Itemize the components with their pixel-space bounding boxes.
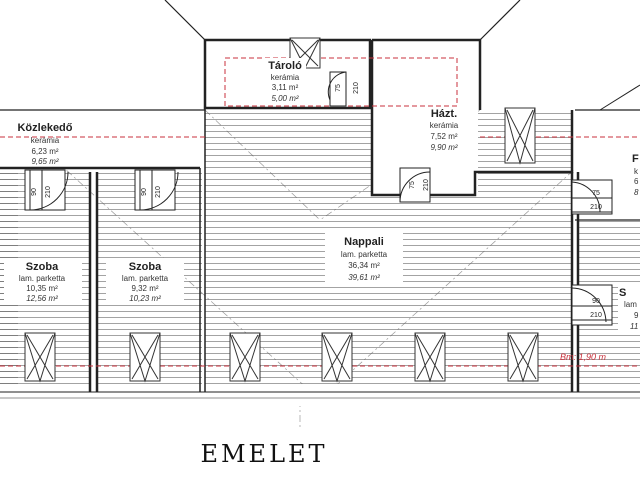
walls — [0, 0, 640, 399]
door-right1-width: 75 — [592, 190, 600, 197]
doors: 75 210 75 210 90 210 90 210 75 210 — [24, 71, 613, 326]
height-line-label: Bm: 1,90 m — [560, 352, 607, 362]
room-area-gross: 11 — [630, 322, 638, 331]
door-right1: 75 210 — [571, 179, 613, 215]
room-area-net: 10,35 m² — [26, 284, 58, 293]
door-haztart-width: 75 — [409, 181, 416, 189]
room-floor: lam. parketta — [341, 250, 388, 259]
door-tarolo-width: 75 — [335, 84, 342, 92]
room-label-szoba-2: Szoba lam. parketta 9,32 m² 10,23 m² — [106, 258, 184, 304]
door-haztart: 75 210 — [399, 167, 431, 203]
room-label-nappali: Nappali lam. parketta 36,34 m² 39,61 m² — [325, 232, 403, 284]
room-label-kozlekedo: Közlekedő kerámia 6,23 m² 9,65 m² — [17, 122, 72, 166]
room-area-gross: 9,90 m² — [430, 143, 457, 152]
room-floor: kerámia — [430, 121, 459, 130]
room-name: Szoba — [129, 261, 162, 273]
door-szoba1-width: 90 — [31, 188, 38, 196]
door-szoba1-height: 210 — [45, 186, 52, 198]
room-area-gross: 12,56 m² — [26, 294, 58, 303]
room-label-tarolo: Tároló kerámia 3,11 m² 5,00 m² — [262, 58, 306, 104]
room-name: F — [632, 153, 639, 165]
room-floor: kerámia — [271, 73, 300, 82]
door-tarolo: 75 210 — [327, 71, 360, 107]
room-floor: lam. parketta — [19, 274, 66, 283]
door-haztart-height: 210 — [423, 179, 430, 191]
roof-windows — [24, 37, 539, 383]
room-name: Tároló — [268, 60, 302, 72]
roof-window — [414, 332, 446, 383]
room-area-net: 6,23 m² — [31, 147, 58, 156]
roof-window — [229, 332, 261, 383]
room-area-gross: 9,65 m² — [31, 157, 58, 166]
room-area-gross: 39,61 m² — [348, 273, 380, 282]
roof-window — [129, 332, 161, 383]
roof-window — [24, 332, 56, 383]
room-area-gross: 10,23 m² — [129, 294, 161, 303]
room-area-net: 36,34 m² — [348, 261, 380, 270]
door-tarolo-height: 210 — [353, 82, 360, 94]
room-name: Szoba — [26, 261, 59, 273]
room-area-gross: 8 — [634, 188, 639, 197]
room-area-net: 6 — [634, 177, 639, 186]
room-label-right-2: S lam 9 11 — [618, 282, 640, 332]
room-area-net: 3,11 m² — [272, 83, 299, 92]
room-label-szoba-1: Szoba lam. parketta 10,35 m² 12,56 m² — [4, 258, 82, 304]
door-right2-width: 90 — [592, 298, 600, 305]
door-right2-height: 210 — [590, 312, 602, 319]
roof-window — [507, 332, 539, 383]
plan-title: EMELET — [200, 440, 327, 468]
room-floor: k — [634, 167, 639, 176]
room-floor: lam — [624, 300, 637, 309]
door-szoba2-width: 90 — [141, 188, 148, 196]
door-szoba1: 90 210 — [24, 169, 69, 211]
roof-window — [321, 332, 353, 383]
room-name: Nappali — [344, 236, 384, 248]
room-label-haztart: Házt. kerámia 7,52 m² 9,90 m² — [430, 108, 459, 152]
room-name: Házt. — [431, 108, 457, 120]
roof-window — [504, 107, 536, 165]
room-floor: kerámia — [31, 136, 60, 145]
door-szoba2-height: 210 — [155, 186, 162, 198]
room-label-right-1: F k 6 8 — [632, 153, 639, 197]
room-name: S — [619, 287, 626, 299]
room-area-net: 9 — [634, 311, 639, 320]
door-szoba2: 90 210 — [134, 169, 179, 211]
room-area-gross: 5,00 m² — [271, 94, 298, 103]
room-name: Közlekedő — [17, 122, 72, 134]
door-right1-height: 210 — [590, 204, 602, 211]
door-right2: 90 210 — [571, 284, 613, 326]
room-area-net: 7,52 m² — [430, 132, 457, 141]
room-floor: lam. parketta — [122, 274, 169, 283]
room-area-net: 9,32 m² — [131, 284, 158, 293]
